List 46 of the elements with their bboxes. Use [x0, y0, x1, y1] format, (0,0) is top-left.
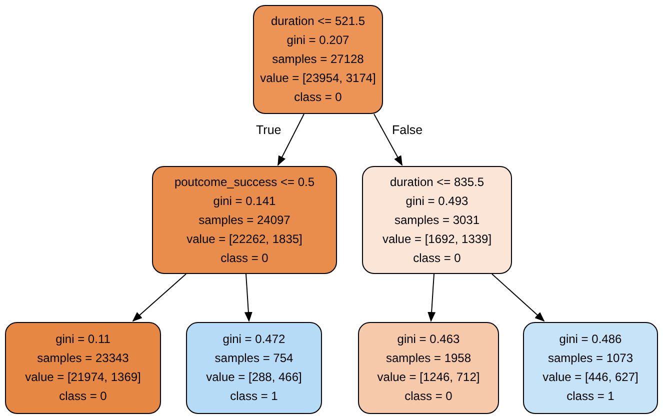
node-text: class = 0: [413, 250, 461, 266]
node-text: class = 0: [294, 89, 342, 106]
node-text: samples = 27128: [272, 51, 364, 68]
node-text: class = 1: [230, 388, 278, 405]
arrow: [244, 274, 252, 322]
node-text: class = 1: [566, 388, 614, 405]
tree-node: [152, 166, 337, 274]
node-text: gini = 0.463: [397, 331, 460, 348]
node-text: value = [446, 627]: [542, 369, 638, 386]
node-text: value = [1692, 1339]: [382, 230, 492, 248]
node-text: value = [288, 466]: [206, 369, 302, 386]
tree-node: [5, 322, 161, 414]
tree-node: [186, 322, 322, 414]
node-text: samples = 1073: [548, 350, 634, 367]
node-text: value = [1246, 712]: [377, 369, 480, 386]
node-text: class = 0: [59, 388, 107, 405]
node-text: class = 0: [220, 250, 268, 266]
node-text: samples = 1958: [386, 350, 472, 367]
node-text: gini = 0.141: [213, 192, 276, 210]
node-text: gini = 0.486: [559, 331, 622, 348]
node-text: gini = 0.207: [286, 32, 350, 49]
node-text: gini = 0.493: [406, 192, 468, 210]
arrow: [132, 274, 186, 322]
node-text: value = [23954, 3174]: [260, 70, 376, 87]
tree-node: [523, 322, 658, 414]
node-text: gini = 0.11: [56, 331, 110, 348]
edge-label: True: [256, 123, 282, 138]
node-text: class = 0: [404, 388, 452, 405]
node-text: duration <= 835.5: [390, 174, 484, 190]
node-text: samples = 3031: [394, 212, 480, 228]
node-text: poutcome_success <= 0.5: [174, 174, 315, 190]
node-text: value = [21974, 1369]: [25, 369, 141, 386]
node-text: samples = 24097: [198, 212, 290, 228]
arrow: [428, 274, 436, 322]
node-text: duration <= 521.5: [270, 13, 366, 30]
arrow: [278, 114, 304, 166]
node-text: value = [22262, 1835]: [186, 230, 302, 248]
tree-node: [253, 5, 383, 114]
node-text: samples = 754: [214, 350, 294, 367]
edge-label: False: [392, 123, 423, 138]
node-text: gini = 0.472: [222, 331, 286, 348]
tree-node: [362, 166, 512, 274]
arrow: [492, 274, 545, 322]
arrow: [374, 114, 402, 166]
node-text: samples = 23343: [37, 350, 129, 367]
tree-node: [358, 322, 499, 414]
